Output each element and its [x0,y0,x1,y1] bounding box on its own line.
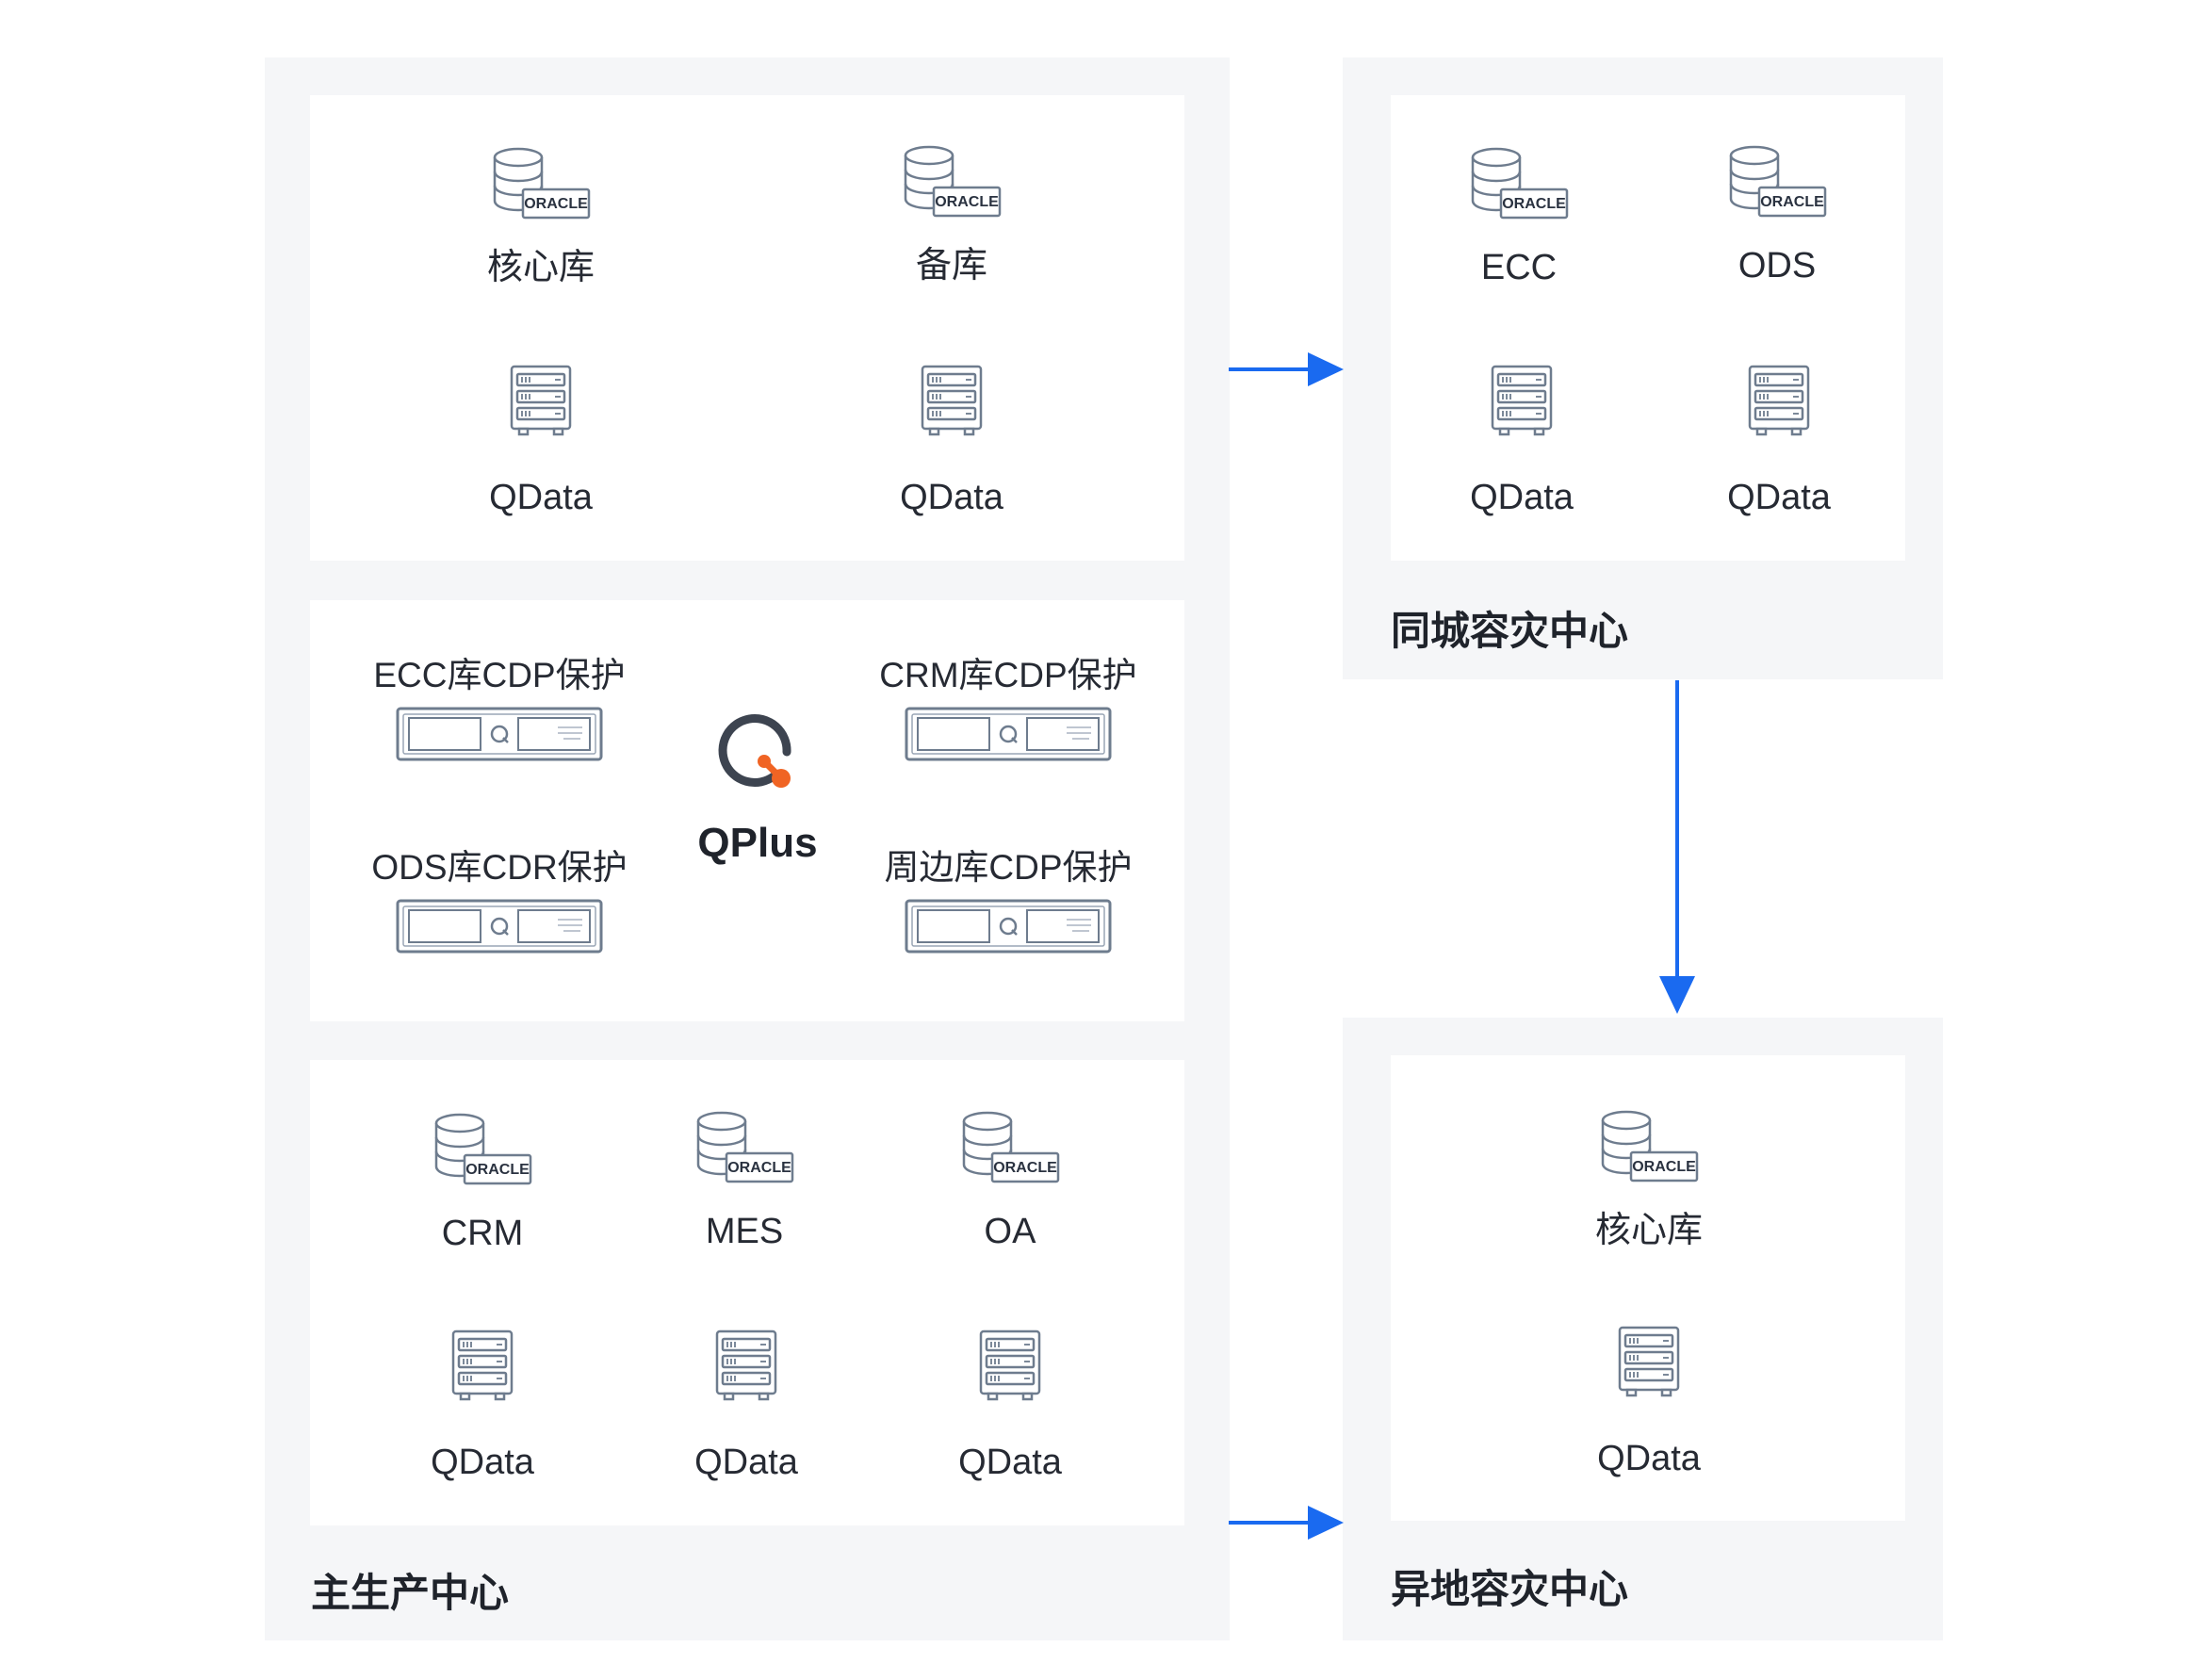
server-icon [713,1328,779,1403]
main-bottom-db-crm: CRM [341,1112,624,1255]
appliance-icon [396,707,603,761]
node-label: QData [694,1443,798,1482]
server-icon [508,363,574,438]
server-icon [919,363,985,438]
server-icon [1616,1324,1682,1399]
node-label: QData [1727,478,1831,517]
remote-server: QData [1508,1324,1790,1480]
node-label: QData [1597,1439,1701,1478]
main-top-server-1: QData [400,363,682,519]
qplus-logo-icon [718,714,791,788]
node-label: 核心库 [1594,1211,1703,1250]
node-label: QData [900,478,1003,517]
protection-device-peripheral: 周边库CDP保护 [857,846,1159,954]
node-label: ECC [1480,248,1558,287]
node-label: CRM [441,1214,524,1253]
device-label: 周边库CDP保护 [884,848,1133,887]
qplus-label: QPlus [697,820,818,866]
remote-center-title: 异地容灾中心 [1391,1567,1629,1611]
arrow-main-to-same-city [1229,352,1344,386]
database-icon [1466,146,1572,221]
node-label: OA [984,1212,1036,1251]
protection-device-ods: ODS库CDR保护 [349,846,650,954]
same-city-server-1: QData [1380,363,1663,519]
device-label: ODS库CDR保护 [371,848,628,887]
database-icon [488,146,594,221]
server-icon [1746,363,1812,438]
database-icon [1724,144,1830,220]
main-bottom-server-1: QData [341,1328,624,1484]
appliance-icon [396,899,603,954]
main-center-title: 主生产中心 [311,1571,510,1615]
remote-db-core: 核心库 [1508,1109,1790,1252]
node-label: QData [958,1443,1062,1482]
main-top-panel [310,95,1184,561]
protection-device-ecc: ECC库CDP保护 [349,654,650,761]
appliance-icon [905,707,1112,761]
arrow-same-city-to-remote [1659,680,1695,1014]
database-icon [1596,1109,1702,1184]
main-top-server-2: QData [810,363,1093,519]
node-label: ODS [1737,246,1817,285]
node-label: MES [705,1212,784,1251]
node-label: QData [1470,478,1574,517]
database-icon [899,144,1004,220]
device-label: CRM库CDP保护 [879,656,1137,694]
server-icon [1489,363,1555,438]
main-bottom-server-2: QData [605,1328,888,1484]
protection-device-crm: CRM库CDP保护 [857,654,1159,761]
arrow-main-to-remote [1229,1506,1344,1540]
main-bottom-db-oa: OA [869,1110,1151,1253]
database-icon [430,1112,535,1187]
main-top-db-2: 备库 [810,144,1093,287]
main-top-db-1: 核心库 [400,146,682,289]
main-bottom-server-3: QData [869,1328,1151,1484]
node-label: 备库 [915,246,987,285]
server-icon [449,1328,515,1403]
same-city-center-title: 同城容灾中心 [1391,609,1629,653]
node-label: 核心库 [486,248,595,287]
database-icon [692,1110,797,1185]
device-label: ECC库CDP保护 [373,656,626,694]
node-label: QData [431,1443,534,1482]
server-icon [977,1328,1043,1403]
node-label: QData [489,478,593,517]
same-city-server-2: QData [1638,363,1920,519]
database-icon [957,1110,1063,1185]
main-bottom-db-mes: MES [603,1110,886,1253]
qplus-product: QPlus [663,709,852,867]
appliance-icon [905,899,1112,954]
same-city-db-ecc: ECC [1378,146,1660,289]
same-city-db-ods: ODS [1636,144,1918,287]
